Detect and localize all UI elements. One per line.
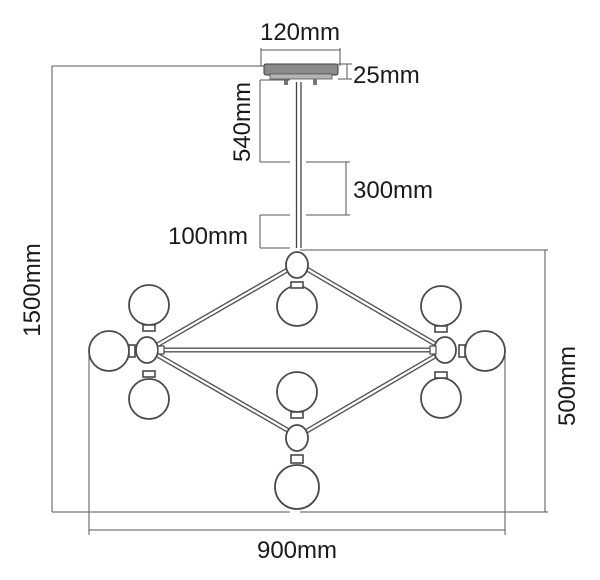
body-height-group: 500mm [300, 249, 581, 513]
globes [88, 281, 506, 510]
socket-lower-left [142, 370, 156, 378]
total-height-label: 1500mm [19, 243, 46, 336]
canopy-group: 120mm 25mm [260, 19, 420, 89]
canopy-height-label: 25mm [353, 62, 420, 89]
joints [135, 251, 457, 452]
globe-lower-right [420, 377, 462, 419]
ceiling-canopy [263, 63, 339, 76]
body-height-label: 500mm [554, 346, 581, 426]
globe-bottom [274, 464, 320, 510]
joint-left-stem [157, 345, 165, 355]
socket-upper-right [434, 325, 448, 333]
socket-bottom [290, 454, 304, 464]
canopy-base [269, 73, 333, 80]
joint-right [433, 336, 457, 364]
canopy-screw-right [313, 79, 317, 85]
socket-lower-right [434, 371, 448, 379]
globe-upper-right [420, 285, 462, 327]
joint-bottom [285, 424, 309, 452]
globe-upper-left [128, 284, 170, 326]
total-height-group: 1500mm [19, 65, 290, 513]
socket-top-center [290, 281, 304, 289]
socket-center [290, 411, 304, 419]
body-width-label: 900mm [257, 537, 337, 564]
rod-group: 540mm 300mm 100mm [168, 79, 433, 250]
joint-top [285, 251, 309, 279]
globe-center [276, 371, 318, 413]
globe-far-right [464, 330, 506, 372]
canopy-width-label: 120mm [260, 19, 340, 46]
canopy-screw-left [284, 79, 288, 85]
rod-bottom-label: 100mm [168, 223, 248, 250]
frame-arms [149, 262, 445, 438]
socket-far-left [128, 344, 136, 358]
body-width-group: 900mm [88, 350, 506, 564]
globe-lower-left [128, 378, 170, 420]
rod-top-label: 540mm [229, 82, 256, 162]
globe-top-center [276, 285, 318, 327]
socket-far-right [458, 344, 466, 358]
joint-left [135, 336, 159, 364]
rod-mid-label: 300mm [353, 177, 433, 204]
socket-upper-left [142, 324, 156, 332]
globe-far-left [88, 330, 130, 372]
joint-right-stem [429, 345, 437, 355]
